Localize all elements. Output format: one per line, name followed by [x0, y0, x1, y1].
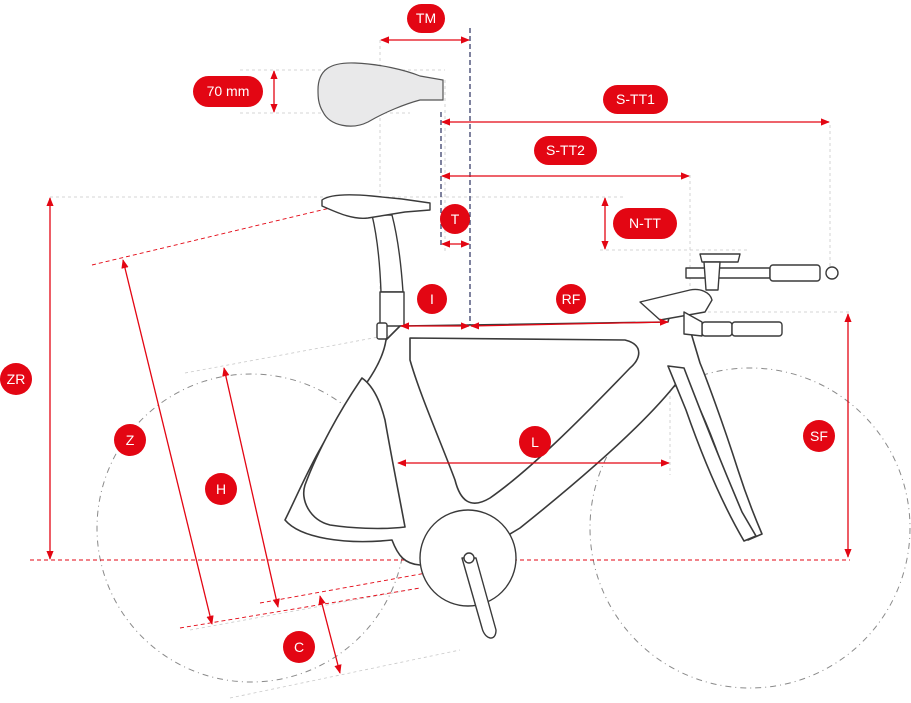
badge-i: I [417, 284, 447, 314]
badge-tm: TM [407, 4, 445, 33]
saddle-detail [317, 62, 444, 127]
label-sf: SF [810, 428, 828, 444]
badge-70mm: 70 mm [193, 76, 263, 107]
front-wheel [589, 367, 911, 689]
badge-stt2: S-TT2 [534, 136, 597, 165]
label-zr: ZR [7, 371, 26, 387]
label-stt2: S-TT2 [546, 142, 585, 158]
badge-t: T [440, 204, 470, 234]
label-t: T [451, 211, 460, 227]
label-h: H [216, 481, 226, 497]
label-c: C [294, 639, 304, 655]
label-z: Z [126, 432, 135, 448]
label-stt1: S-TT1 [616, 91, 655, 107]
label-saddle-width: 70 mm [207, 83, 250, 99]
badge-z: Z [114, 424, 146, 456]
badge-zr: ZR [0, 363, 32, 395]
dimension-arrows [46, 36, 852, 674]
bike-frame [284, 194, 839, 639]
badge-h: H [205, 473, 237, 505]
badge-c: C [283, 631, 315, 663]
badge-sf: SF [803, 420, 835, 452]
badge-ntt: N-TT [613, 208, 677, 239]
label-rf: RF [562, 291, 581, 307]
label-l: L [531, 434, 539, 450]
badge-stt1: S-TT1 [603, 85, 668, 114]
badge-rf: RF [556, 284, 586, 314]
badge-l: L [519, 426, 551, 458]
label-ntt: N-TT [629, 215, 661, 231]
label-tm: TM [416, 10, 436, 26]
label-i: I [430, 291, 434, 307]
